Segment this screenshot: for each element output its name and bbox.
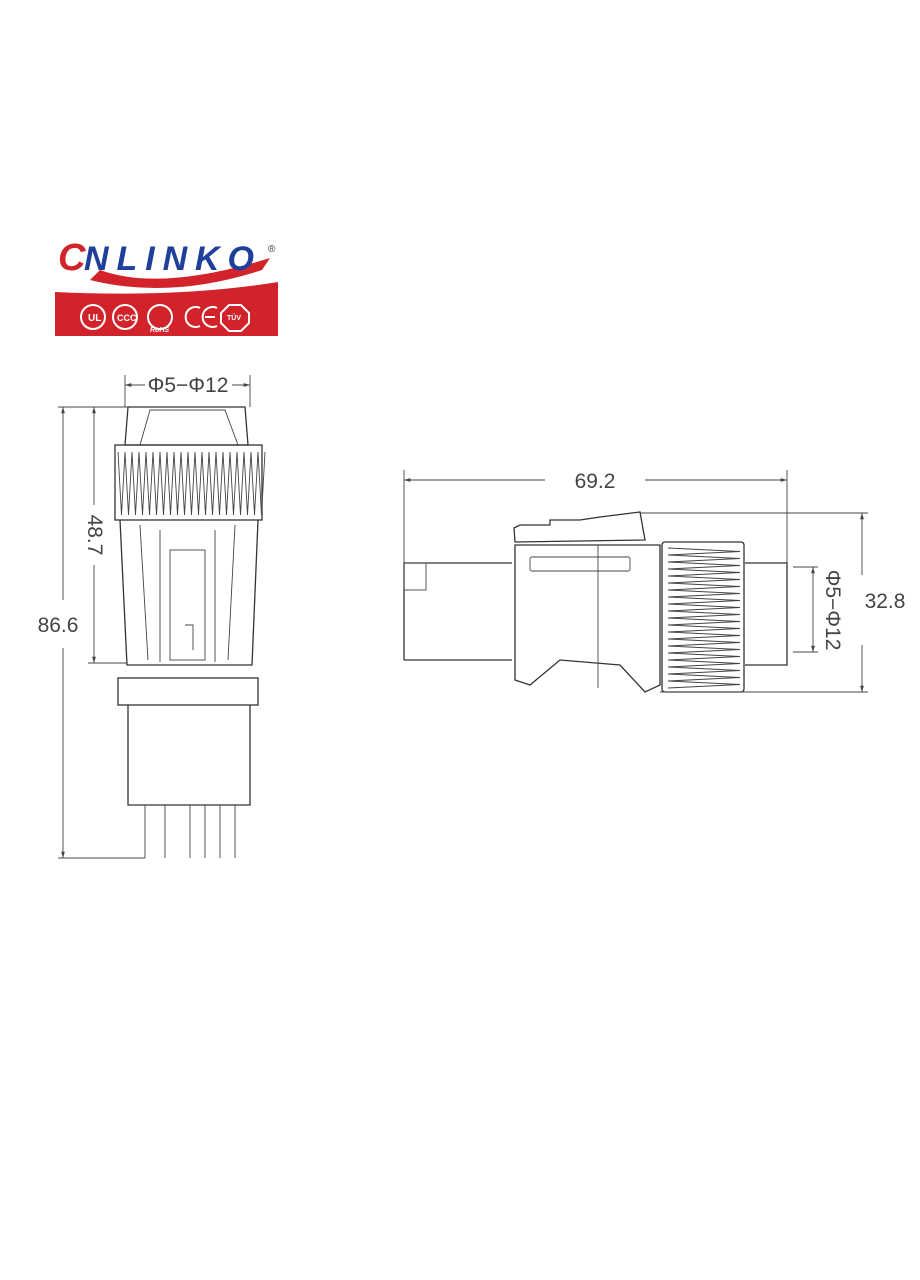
cnlinko-logo: C NLINKO ® UL CCC RoHS TÜV [55, 237, 278, 336]
height-label: 32.8 [865, 590, 906, 613]
svg-text:C: C [58, 237, 86, 279]
front-cable-diameter-label: Φ5−Φ12 [148, 374, 229, 397]
svg-text:RoHS: RoHS [150, 327, 169, 334]
front-view-dimensions [58, 375, 251, 859]
svg-text:CCC: CCC [117, 313, 137, 323]
length-label: 69.2 [575, 470, 616, 493]
total-height-label: 86.6 [38, 614, 79, 637]
svg-text:®: ® [268, 244, 276, 255]
side-view-connector [403, 511, 788, 693]
side-cable-diameter-label: Φ5−Φ12 [821, 570, 844, 651]
svg-text:NLINKO: NLINKO [84, 240, 254, 278]
upper-height-label: 48.7 [83, 515, 106, 556]
svg-text:UL: UL [88, 313, 101, 324]
side-view-dimensions [403, 470, 868, 693]
front-view-connector [114, 406, 266, 858]
svg-text:TÜV: TÜV [227, 313, 241, 322]
